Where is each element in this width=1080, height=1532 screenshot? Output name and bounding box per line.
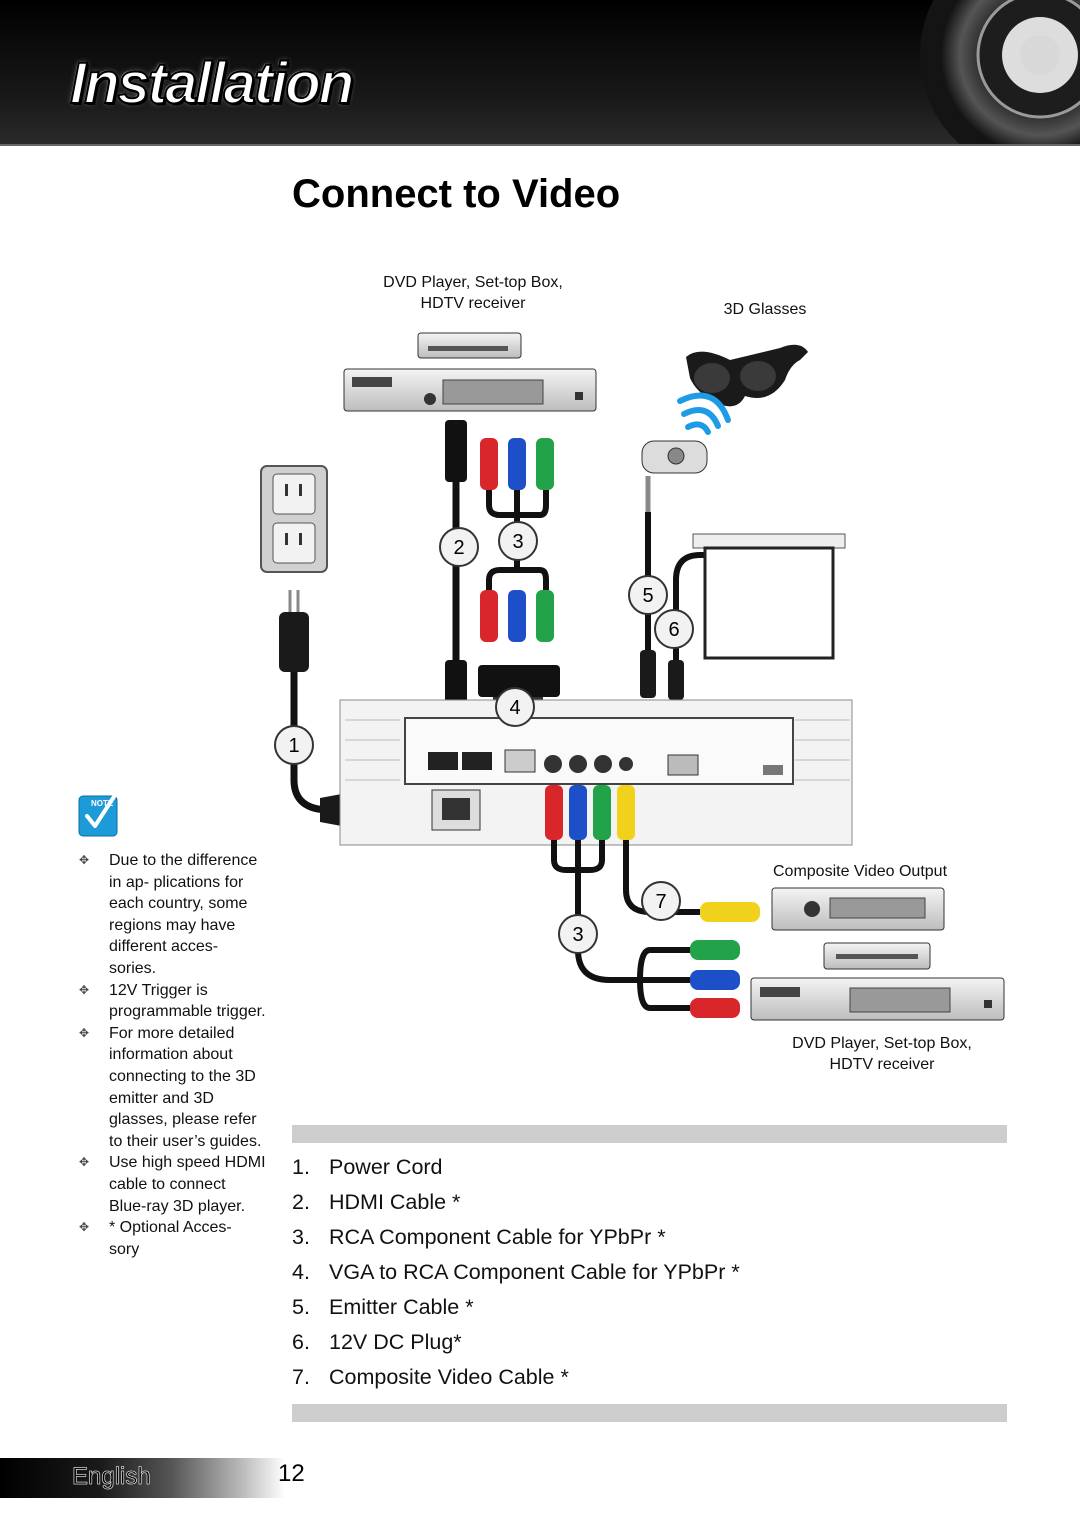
- rca-component-cable-top: [480, 438, 554, 642]
- wireless-signal-icon: [677, 392, 731, 435]
- page-title: Connect to Video: [292, 172, 621, 216]
- legend-bottom-rule: [292, 1404, 1007, 1422]
- glasses-label: 3D Glasses: [723, 301, 807, 318]
- wall-outlet: [260, 465, 328, 573]
- note-text: 12V Trigger is programmable trigger.: [109, 981, 266, 1021]
- composite-output-label: Composite Video Output: [772, 863, 948, 880]
- legend-text: RCA Component Cable for YPbPr *: [329, 1225, 666, 1249]
- note-text: Due to the difference in ap- plications …: [109, 852, 258, 977]
- legend-text: Power Cord: [329, 1155, 443, 1179]
- note-text: For more detailed information about conn…: [109, 1024, 262, 1150]
- diamond-bullet-icon: ✥: [79, 982, 90, 997]
- hdmi-cable: [445, 420, 467, 730]
- legend-text: Composite Video Cable *: [329, 1365, 569, 1389]
- connection-diagram: 1 2 3 4 5 6 7 3: [260, 332, 1005, 1021]
- note-badge-text: NOTE: [91, 799, 114, 808]
- legend-item: 1. Power Cord: [292, 1152, 740, 1187]
- 3d-emitter-image: [641, 440, 708, 474]
- callout-7-text: 7: [655, 891, 666, 913]
- legend-number: 5.: [292, 1295, 310, 1319]
- footer-language-bar: [0, 1458, 285, 1498]
- composite-output-device: [771, 887, 945, 931]
- legend-item: 4. VGA to RCA Component Cable for YPbPr *: [292, 1257, 740, 1292]
- page-header: Installation: [0, 0, 1080, 146]
- diamond-bullet-icon: ✥: [79, 1025, 90, 1040]
- footer-language: English: [72, 1463, 151, 1491]
- legend-item: 7. Composite Video Cable *: [292, 1362, 740, 1397]
- legend-item: 6. 12V DC Plug*: [292, 1327, 740, 1362]
- callout-4-text: 4: [509, 697, 520, 719]
- legend-number: 1.: [292, 1155, 310, 1179]
- callout-1-text: 1: [288, 735, 299, 757]
- cable-legend: 1. Power Cord 2. HDMI Cable * 3. RCA Compon…: [292, 1152, 740, 1397]
- legend-item: 5. Emitter Cable *: [292, 1292, 740, 1327]
- top-dvd-player: [343, 368, 597, 412]
- legend-item: 2. HDMI Cable *: [292, 1187, 740, 1222]
- notes-list: ✥ Due to the difference in ap- plications…: [76, 850, 266, 1260]
- callout-5-text: 5: [642, 585, 653, 607]
- callout-1: 1: [274, 725, 314, 765]
- bottom-settop-box: [823, 942, 931, 970]
- callout-3-bottom-text: 3: [572, 924, 583, 946]
- callout-3-top: 3: [498, 521, 538, 561]
- top-source-label: DVD Player, Set-top Box, HDTV receiver: [358, 272, 588, 314]
- top-settop-box: [417, 332, 522, 359]
- callout-4: 4: [495, 687, 535, 727]
- page-number: 12: [278, 1460, 305, 1487]
- bottom-dvd-player: [750, 977, 1005, 1021]
- projector-rear: [339, 699, 853, 846]
- diamond-bullet-icon: ✥: [79, 853, 90, 867]
- note-item: ✥ 12V Trigger is programmable trigger.: [76, 980, 266, 1023]
- legend-number: 2.: [292, 1190, 310, 1214]
- composite-video-cable: [617, 785, 760, 922]
- note-icon: NOTE: [78, 790, 119, 837]
- callout-markers: 1 2 3 4 5 6 7 3: [274, 521, 694, 954]
- legend-text: VGA to RCA Component Cable for YPbPr *: [329, 1260, 740, 1284]
- top-source-label-line2: HDTV receiver: [420, 295, 526, 312]
- legend-text: HDMI Cable *: [329, 1190, 461, 1214]
- section-title: Installation: [69, 50, 355, 117]
- top-source-label-line1: DVD Player, Set-top Box,: [383, 274, 563, 291]
- legend-item: 3. RCA Component Cable for YPbPr *: [292, 1222, 740, 1257]
- projection-screen: [692, 533, 846, 660]
- 3d-glasses-image: [686, 344, 808, 407]
- footer-language-text: English: [72, 1463, 151, 1491]
- note-item: ✥ Use high speed HDMI cable to connect Bl…: [76, 1152, 266, 1217]
- legend-top-rule: [292, 1125, 1007, 1143]
- bottom-source-label-line1: DVD Player, Set-top Box,: [792, 1035, 972, 1052]
- callout-6-text: 6: [668, 619, 679, 641]
- legend-text: 12V DC Plug*: [329, 1330, 462, 1354]
- bottom-source-label-line2: HDTV receiver: [829, 1056, 935, 1073]
- legend-text: Emitter Cable *: [329, 1295, 474, 1319]
- callout-3-top-text: 3: [512, 531, 523, 553]
- projector-lens-graphic: [920, 0, 1080, 146]
- note-item: ✥ For more detailed information about con…: [76, 1023, 266, 1153]
- diamond-bullet-icon: ✥: [79, 1155, 90, 1170]
- callout-5: 5: [628, 575, 668, 615]
- legend-number: 7.: [292, 1365, 310, 1389]
- header-divider: [0, 144, 1080, 146]
- callout-3-bottom: 3: [558, 914, 598, 954]
- note-item: ✥ Due to the difference in ap- plications…: [76, 850, 266, 980]
- callout-7: 7: [641, 881, 681, 921]
- legend-number: 4.: [292, 1260, 310, 1284]
- note-item: ✥ * Optional Acces- sory: [76, 1217, 266, 1260]
- callout-6: 6: [654, 609, 694, 649]
- callout-2: 2: [439, 527, 479, 567]
- callout-2-text: 2: [453, 537, 464, 559]
- legend-number: 6.: [292, 1330, 310, 1354]
- note-text: * Optional Acces- sory: [109, 1219, 232, 1258]
- diamond-bullet-icon: ✥: [79, 1220, 90, 1235]
- legend-number: 3.: [292, 1225, 310, 1249]
- dc-plug-cable: [668, 552, 708, 700]
- bottom-source-label: DVD Player, Set-top Box, HDTV receiver: [767, 1033, 997, 1075]
- note-text: Use high speed HDMI cable to connect Blu…: [109, 1154, 266, 1215]
